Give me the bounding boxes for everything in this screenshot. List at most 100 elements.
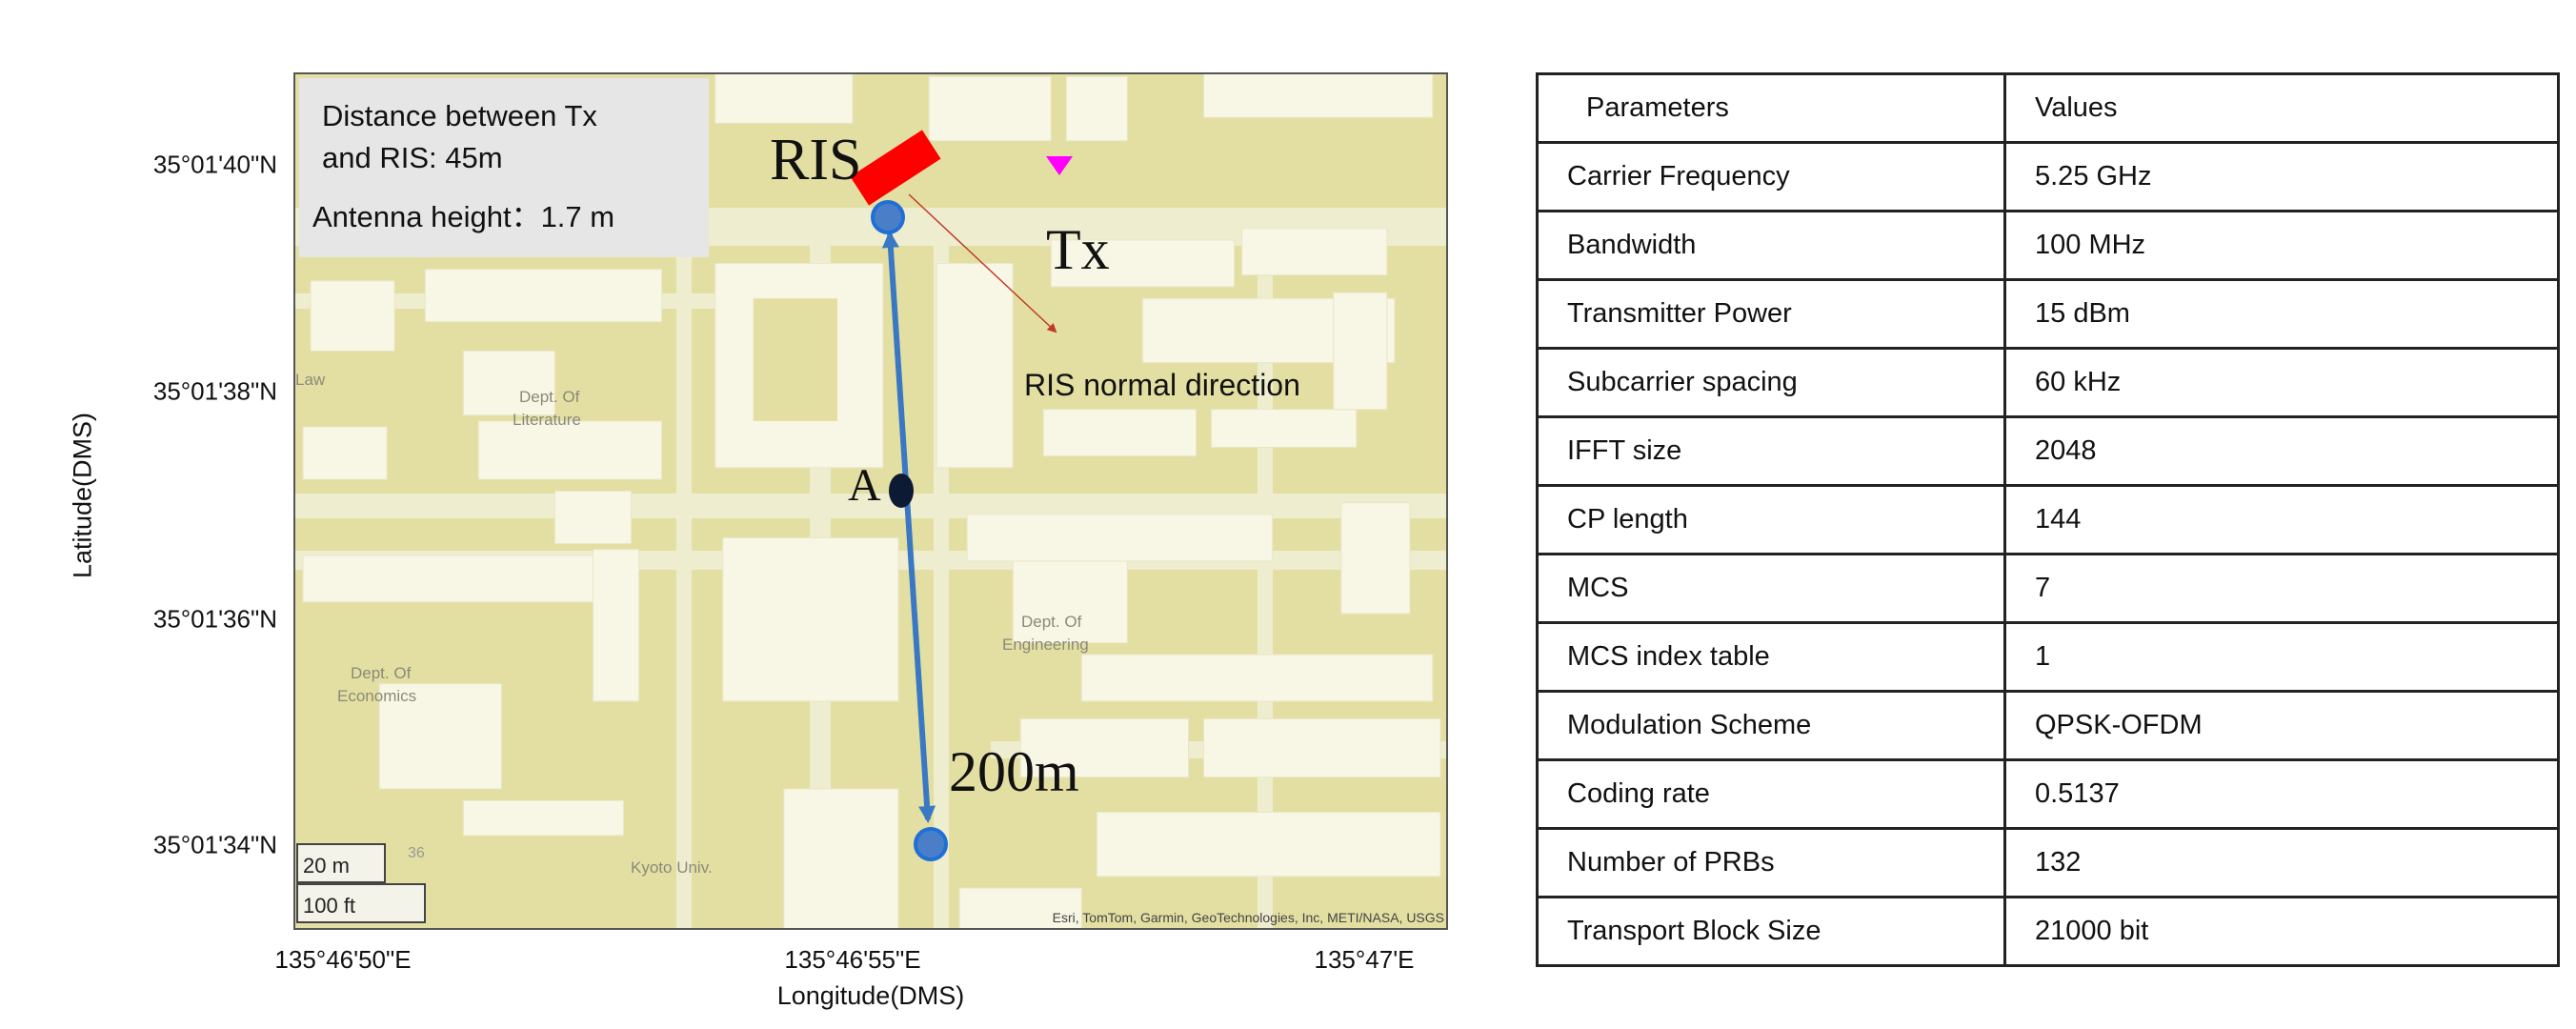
- value-cell: 144: [2003, 484, 2560, 555]
- building: [1065, 75, 1128, 142]
- building: [462, 799, 625, 837]
- parameter-cell: MCS: [1536, 553, 2006, 624]
- building: [1012, 560, 1128, 644]
- ris-normal-arrow: [908, 193, 1057, 333]
- building: [1096, 811, 1441, 878]
- value-cell: 0.5137: [2003, 758, 2560, 830]
- parameter-cell: MCS index table: [1536, 621, 2006, 693]
- ris-receiver-point: [871, 200, 905, 234]
- y-tick-label: 35°01'40"N: [152, 150, 277, 179]
- building: [928, 75, 1052, 142]
- route-arrow: [881, 231, 936, 823]
- parameter-cell: Coding rate: [1536, 758, 2006, 830]
- building: [1042, 409, 1197, 457]
- x-tick-label: 135°46'55"E: [784, 945, 921, 974]
- route-end-point: [914, 827, 948, 861]
- parameter-cell: Number of PRBs: [1536, 827, 2006, 898]
- place-label-literature: Dept. Of: [519, 388, 580, 406]
- ris-normal-label: RIS normal direction: [1024, 368, 1300, 402]
- building: [1203, 717, 1441, 778]
- place-label-kyoto: Kyoto Univ.: [631, 858, 713, 877]
- value-cell: 21000 bit: [2003, 896, 2560, 967]
- parameter-cell: Transmitter Power: [1536, 278, 2006, 350]
- parameter-cell: Modulation Scheme: [1536, 690, 2006, 761]
- building: [378, 683, 502, 790]
- place-label-num: 36: [408, 845, 425, 861]
- table-header-row: Parameters Values: [1536, 72, 2560, 144]
- value-cell: 2048: [2003, 415, 2560, 487]
- parameter-cell: Bandwidth: [1536, 210, 2006, 281]
- building: [783, 788, 899, 928]
- courtyard: [753, 298, 837, 421]
- value-cell: 60 kHz: [2003, 347, 2560, 418]
- map-canvas: Law Dept. Of Literature Dept. Of Enginee…: [295, 74, 1446, 928]
- building: [424, 269, 663, 323]
- value-cell: 15 dBm: [2003, 278, 2560, 350]
- building: [966, 514, 1274, 562]
- building: [462, 350, 555, 416]
- building: [936, 262, 1014, 469]
- parameter-cell: CP length: [1536, 484, 2006, 555]
- x-tick-label: 135°47'E: [1314, 945, 1415, 974]
- place-label-economics-2: Economics: [337, 687, 416, 705]
- scale-bar-imperial: [296, 883, 426, 923]
- scale-bar-metric-label: 20 m: [303, 854, 350, 878]
- building: [1241, 228, 1388, 276]
- building: [1211, 409, 1358, 448]
- building: [302, 555, 594, 603]
- place-label-engineering-2: Engineering: [1002, 636, 1089, 654]
- map-panel: Law Dept. Of Literature Dept. Of Enginee…: [293, 72, 1448, 930]
- building: [593, 549, 640, 702]
- x-axis-label: Longitude(DMS): [776, 981, 965, 1010]
- map-attribution: Esri, TomTom, Garmin, GeoTechnologies, I…: [1053, 910, 1444, 925]
- value-cell: 7: [2003, 553, 2560, 624]
- value-cell: QPSK-OFDM: [2003, 690, 2560, 761]
- building: [1203, 74, 1434, 118]
- building: [302, 426, 388, 480]
- building: [722, 536, 899, 702]
- y-tick-label: 35°01'38"N: [152, 376, 277, 406]
- info-box: [299, 78, 709, 257]
- header-values: Values: [2003, 72, 2560, 144]
- parameter-cell: Subcarrier spacing: [1536, 347, 2006, 418]
- y-axis-label: Latitude(DMS): [68, 412, 97, 579]
- value-cell: 5.25 GHz: [2003, 141, 2560, 212]
- parameter-cell: IFFT size: [1536, 415, 2006, 487]
- y-tick-label: 35°01'36"N: [152, 604, 277, 634]
- tx-triangle-icon: [1046, 156, 1073, 175]
- place-label-economics: Dept. Of: [351, 664, 412, 682]
- tx-label: Tx: [1046, 218, 1110, 281]
- scale-bar-imperial-label: 100 ft: [303, 894, 355, 918]
- building: [1340, 502, 1411, 615]
- y-tick-label: 35°01'34"N: [152, 830, 277, 859]
- info-antenna-height: Antenna height：1.7 m: [312, 200, 614, 233]
- building: [958, 887, 1082, 928]
- building: [310, 280, 395, 352]
- point-a-marker: [889, 474, 914, 508]
- road: [676, 217, 692, 928]
- place-label-engineering: Dept. Of: [1021, 613, 1082, 631]
- value-cell: 1: [2003, 621, 2560, 693]
- building: [553, 490, 633, 545]
- place-label-law: Law: [295, 371, 326, 389]
- info-distance-line1: Distance between Tx: [322, 99, 597, 132]
- ris-panel-icon: [850, 130, 941, 206]
- header-parameters: Parameters: [1536, 72, 2006, 144]
- ris-label: RIS: [770, 128, 861, 192]
- building: [477, 420, 663, 480]
- building: [1080, 654, 1434, 702]
- distance-label: 200m: [949, 740, 1079, 803]
- parameter-cell: Transport Block Size: [1536, 896, 2006, 967]
- value-cell: 100 MHz: [2003, 210, 2560, 281]
